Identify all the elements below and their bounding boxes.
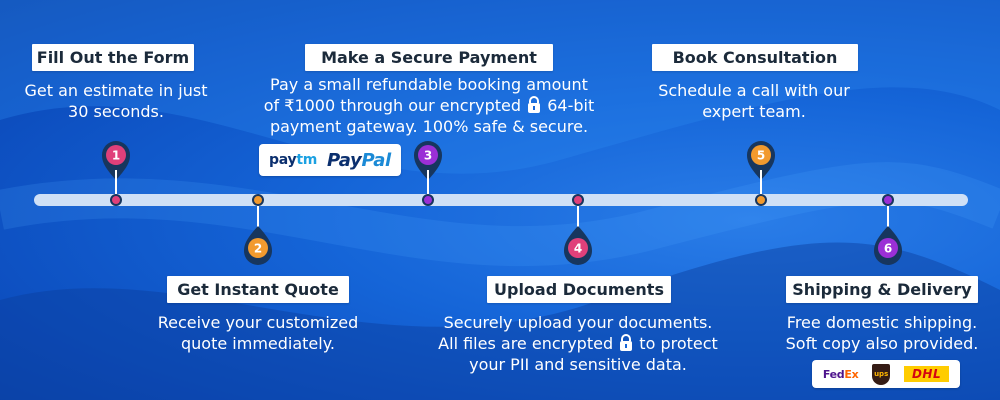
step-4-stem (577, 206, 579, 228)
ups-logo: ups (872, 363, 891, 385)
step-1-title: Fill Out the Form (32, 44, 194, 71)
shipping-logos: FedEx ups DHL (812, 360, 960, 388)
step-5-title: Book Consultation (652, 44, 858, 71)
map-pin-icon: 6 (874, 226, 902, 265)
step-2-stem (257, 206, 259, 228)
map-pin-icon: 5 (747, 141, 775, 180)
step-3-title: Make a Secure Payment (305, 44, 553, 71)
step-1-dot (110, 194, 122, 206)
step-3-description: Pay a small refundable booking amount of… (263, 75, 595, 136)
step-5-stem (760, 170, 762, 194)
lock-icon (620, 334, 633, 351)
lock-icon (528, 96, 541, 113)
step-1-description: Get an estimate in just 30 seconds. (24, 81, 208, 121)
step-3-stem (427, 170, 429, 194)
fedex-logo: FedEx (822, 367, 859, 381)
step-2-description: Receive your customized quote immediatel… (157, 313, 359, 353)
map-pin-icon: 4 (564, 226, 592, 265)
step-5-description: Schedule a call with our expert team. (658, 81, 850, 121)
step-4-description: Securely upload your documents. All file… (438, 313, 718, 374)
payment-logos: paytm PayPal (259, 144, 401, 176)
map-pin-icon: 2 (244, 226, 272, 265)
paytm-logo: paytm (269, 152, 317, 168)
step-2-dot (252, 194, 264, 206)
step-6-number: 6 (884, 242, 892, 256)
step-1-stem (115, 170, 117, 194)
timeline-track (34, 194, 968, 206)
step-2-title: Get Instant Quote (167, 276, 349, 303)
step-3-dot (422, 194, 434, 206)
step-4-number: 4 (574, 242, 582, 256)
map-pin-icon: 3 (414, 141, 442, 180)
step-6-stem (887, 206, 889, 228)
paypal-logo: PayPal (327, 149, 391, 171)
dhl-logo: DHL (903, 366, 950, 382)
map-pin-icon: 1 (102, 141, 130, 180)
step-3-number: 3 (424, 149, 432, 163)
step-6-dot (882, 194, 894, 206)
step-2-number: 2 (254, 242, 262, 256)
step-5-dot (755, 194, 767, 206)
step-4-dot (572, 194, 584, 206)
step-5-number: 5 (757, 149, 765, 163)
step-6-description: Free domestic shipping. Soft copy also p… (785, 313, 979, 353)
step-6-title: Shipping & Delivery (786, 276, 978, 303)
step-1-number: 1 (112, 149, 120, 163)
step-4-title: Upload Documents (487, 276, 671, 303)
